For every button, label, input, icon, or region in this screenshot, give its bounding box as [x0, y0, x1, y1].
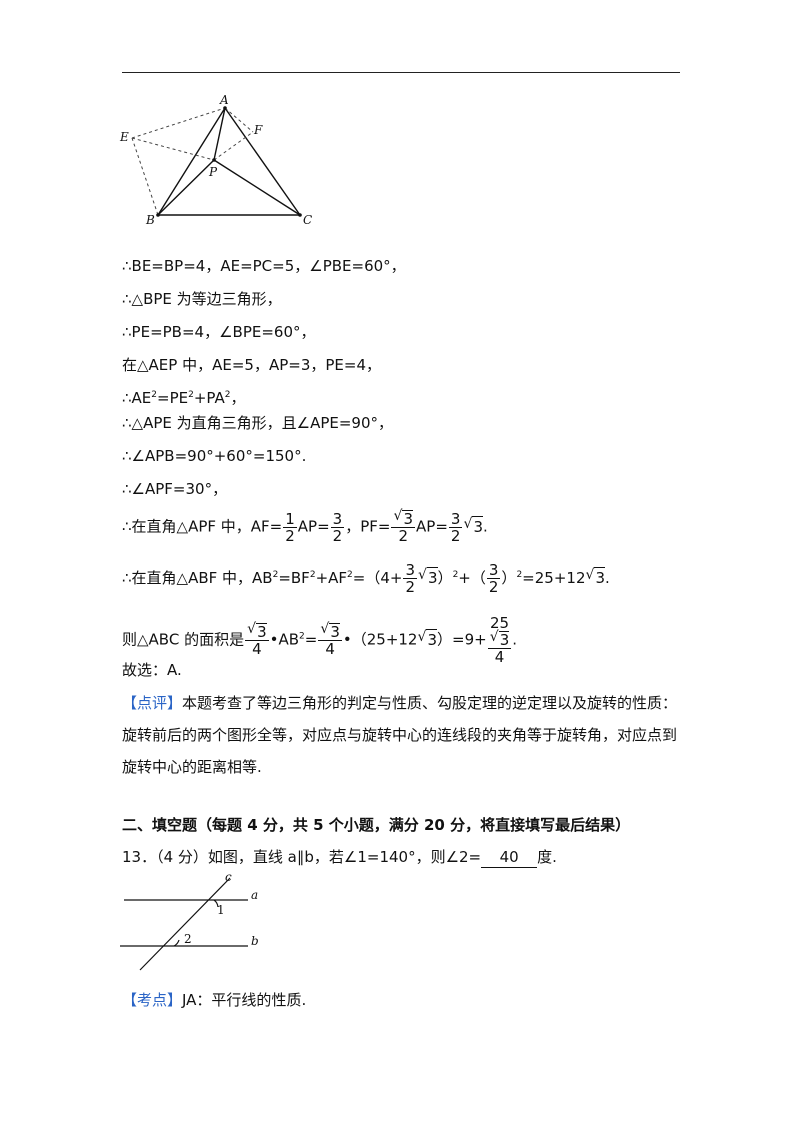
section-title: 二、填空题（每题 4 分，共 5 个小题，满分 20 分，将直接填写最后结果） — [122, 816, 631, 834]
parallel-lines-figure: c a b 1 2 — [120, 872, 259, 971]
label-a: A — [219, 93, 229, 107]
label-b: B — [145, 213, 155, 227]
step-6: ∴△APE 为直角三角形，且∠APE=90°， — [122, 414, 394, 432]
header-rule — [122, 72, 680, 73]
knowledge-point: 【考点】JA：平行线的性质. — [122, 991, 307, 1009]
step-4: 在△AEP 中，AE=5，AP=3，PE=4， — [122, 356, 381, 374]
line-c-label: c — [225, 872, 232, 884]
step-10: ∴在直角△ABF 中，AB2=BF2+AF2=（4+323）2+（32）2=25… — [122, 562, 610, 595]
conclusion: 故选：A. — [122, 661, 182, 679]
label-f: F — [253, 123, 263, 137]
label-p: P — [208, 165, 218, 179]
triangle-figure: A E F P B C — [119, 93, 312, 227]
review-tag: 【点评】 — [122, 694, 183, 712]
step-7: ∴∠APB=90°+60°=150°. — [122, 447, 307, 465]
step-5: ∴AE2=PE2+PA2， — [122, 389, 246, 407]
answer-blank: 40 — [481, 847, 538, 868]
step-11: 则△ABC 的面积是34•AB2=34•（25+123）=9+2534. — [122, 615, 517, 665]
angle-2-label: 2 — [184, 932, 192, 946]
step-3: ∴PE=PB=4，∠BPE=60°， — [122, 323, 316, 341]
angle-1-label: 1 — [217, 903, 225, 917]
label-e: E — [119, 130, 129, 144]
line-b-label: b — [251, 934, 259, 948]
review-paragraph: 【点评】本题考查了等边三角形的判定与性质、勾股定理的逆定理以及旋转的性质：旋转前… — [122, 687, 682, 783]
line-a-label: a — [251, 888, 258, 902]
step-8: ∴∠APF=30°， — [122, 480, 228, 498]
step-2: ∴△BPE 为等边三角形， — [122, 290, 282, 308]
review-text: 本题考查了等边三角形的判定与性质、勾股定理的逆定理以及旋转的性质：旋转前后的两个… — [122, 694, 678, 776]
label-c: C — [303, 213, 312, 227]
step-1: ∴BE=BP=4，AE=PC=5，∠PBE=60°， — [122, 257, 406, 275]
